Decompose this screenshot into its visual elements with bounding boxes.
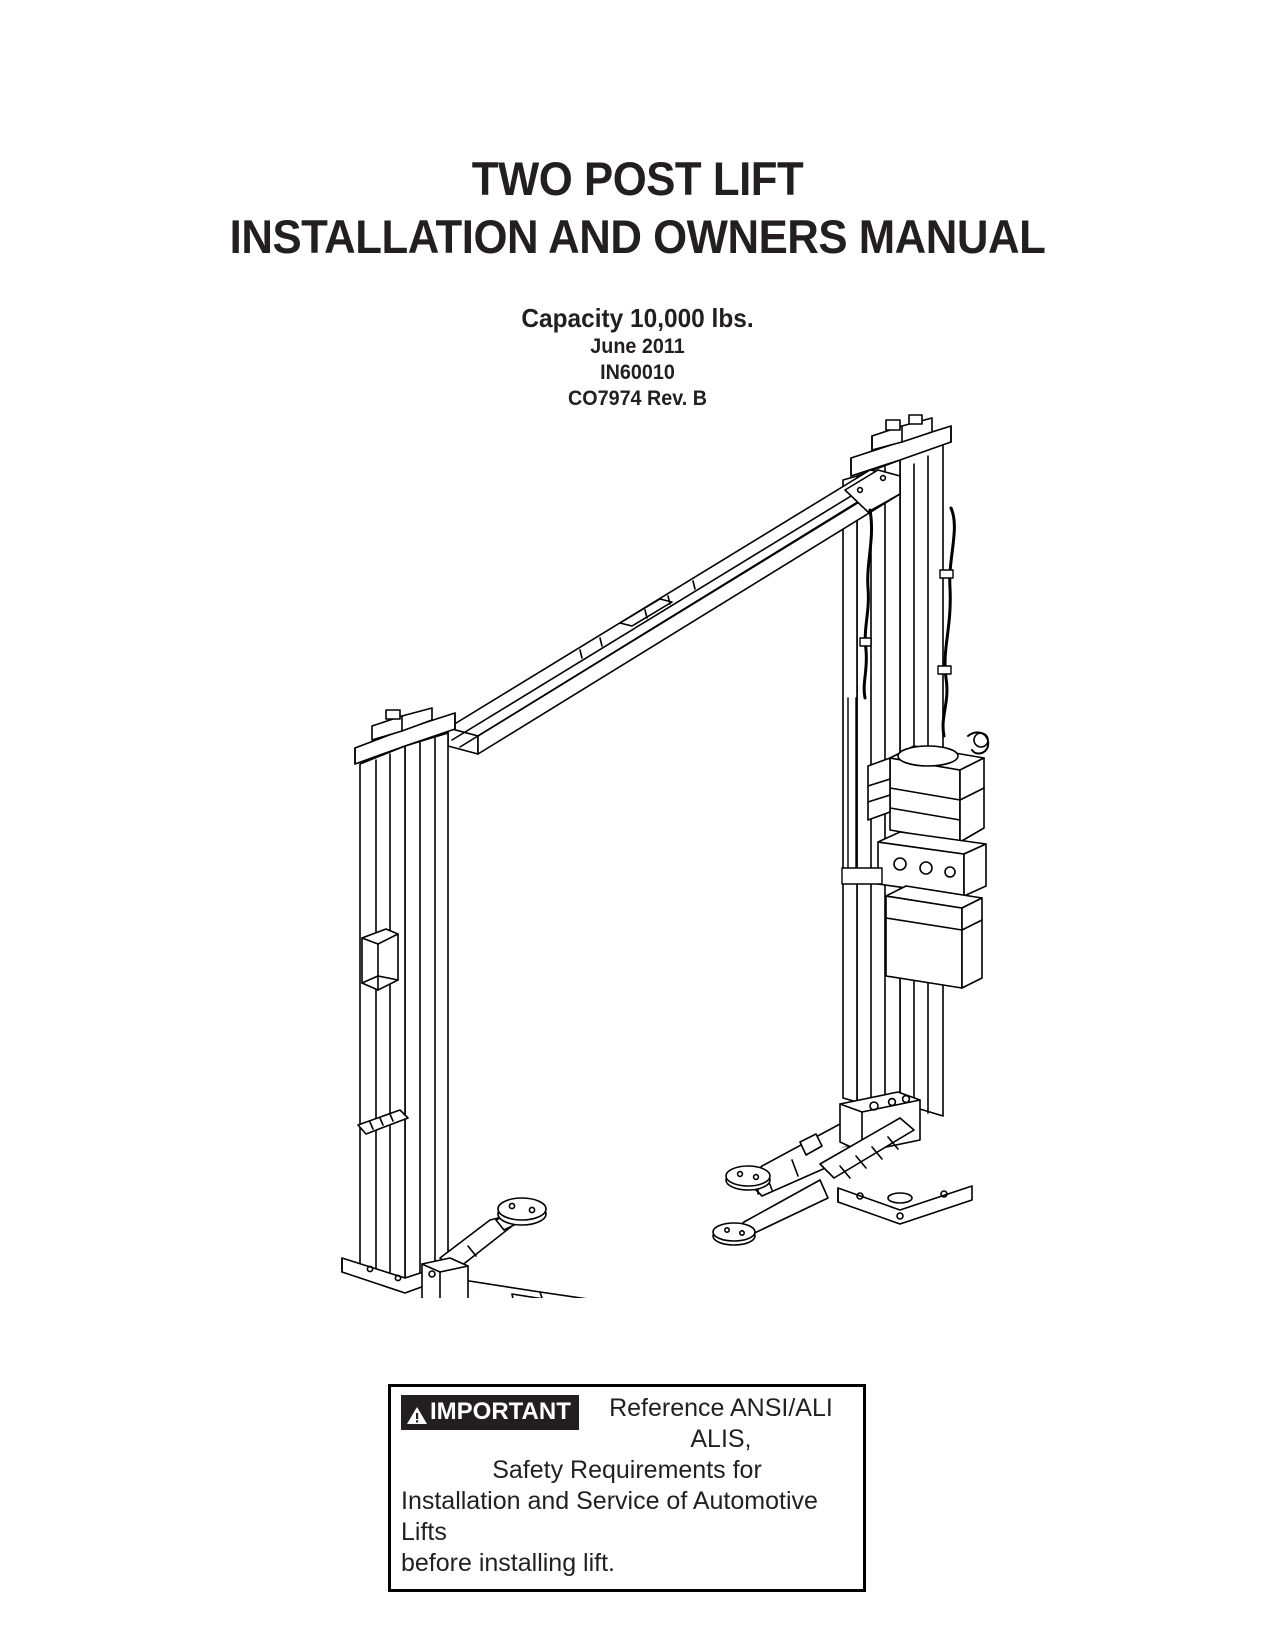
right-base-plate xyxy=(837,1185,973,1225)
revision-number: CO7974 Rev. B xyxy=(567,387,707,410)
publication-date: June 2011 xyxy=(590,335,685,358)
left-column xyxy=(341,707,461,1294)
subtitle-block: Capacity 10,000 lbs. June 2011 IN60010 C… xyxy=(0,303,1275,412)
important-badge: IMPORTANT xyxy=(401,1395,579,1430)
right-lift-arms xyxy=(712,1091,921,1246)
notice-text: Reference ANSI/ALI ALIS, Safety Requirem… xyxy=(401,1393,853,1579)
notice-line-3: Installation and Service of Automotive L… xyxy=(401,1487,818,1546)
hydraulic-hose xyxy=(862,506,956,738)
left-lift-arms xyxy=(421,1197,587,1298)
important-notice-box: IMPORTANT Reference ANSI/ALI ALIS, Safet… xyxy=(388,1384,866,1592)
hose-clamps xyxy=(859,569,954,675)
notice-line-2: Safety Requirements for xyxy=(492,1456,762,1484)
lift-illustration xyxy=(300,398,990,1298)
important-badge-label: IMPORTANT xyxy=(430,1398,571,1425)
power-unit xyxy=(867,731,990,989)
notice-line-4: before installing lift. xyxy=(401,1549,616,1577)
title-block: TWO POST LIFT INSTALLATION AND OWNERS MA… xyxy=(0,150,1275,266)
warning-triangle-icon xyxy=(406,1403,428,1424)
equalizer-cable xyxy=(841,697,883,885)
page-title-line-1: TWO POST LIFT xyxy=(471,152,804,205)
notice-line-1: Reference ANSI/ALI ALIS, xyxy=(609,1394,833,1453)
part-number: IN60010 xyxy=(600,361,675,384)
overhead-crossbeam xyxy=(447,469,901,755)
page-title-line-2: INSTALLATION AND OWNERS MANUAL xyxy=(229,210,1046,263)
capacity-label: Capacity 10,000 lbs. xyxy=(521,303,754,333)
